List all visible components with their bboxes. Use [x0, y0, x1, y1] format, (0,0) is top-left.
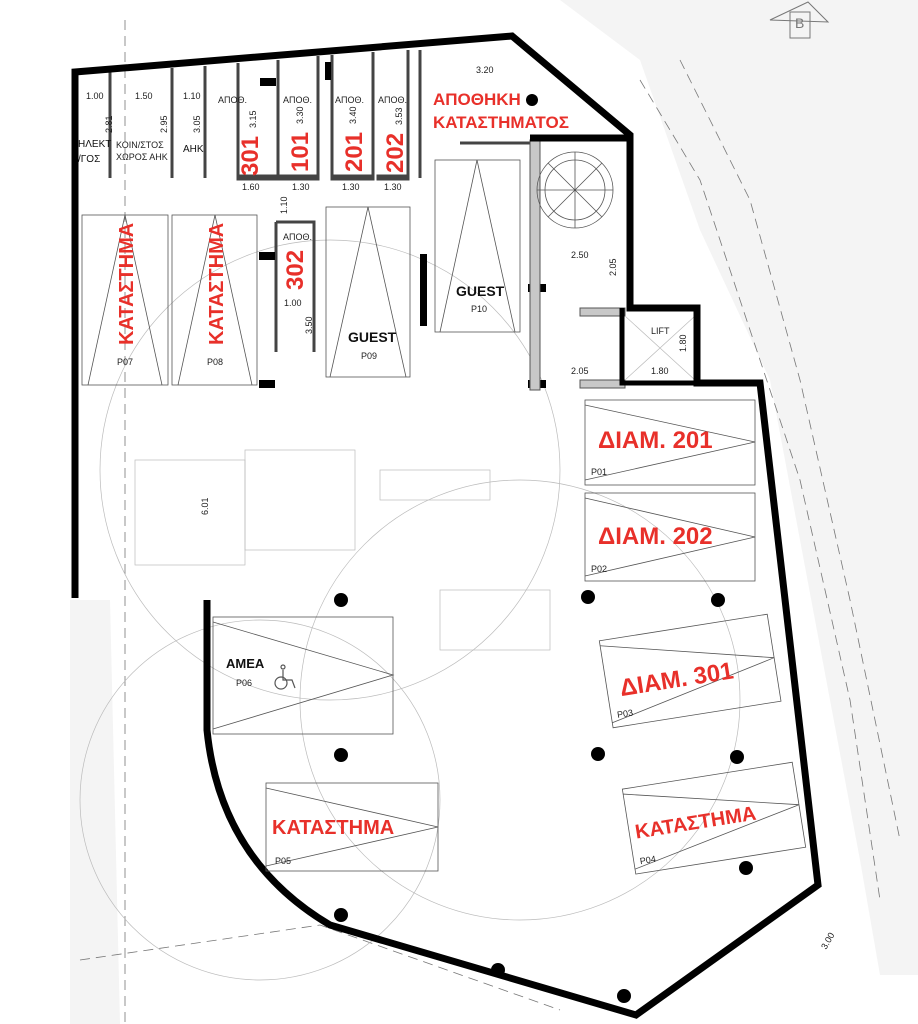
svg-text:ΚΟΙΝ/ΣΤΟΣ: ΚΟΙΝ/ΣΤΟΣ	[116, 140, 164, 150]
svg-text:6.01: 6.01	[200, 497, 210, 515]
parking-space-p06: ΑΜΕΑ P06	[212, 616, 395, 735]
svg-text:ΑΗΚ: ΑΗΚ	[183, 144, 204, 155]
svg-text:ΚΑΤΑΣΤΗΜΑΤΟΣ: ΚΑΤΑΣΤΗΜΑΤΟΣ	[433, 113, 569, 132]
svg-text:ΑΠΟΘ.: ΑΠΟΘ.	[283, 95, 312, 105]
storage-202: 202	[382, 133, 409, 173]
svg-text:P01: P01	[591, 467, 607, 477]
svg-text:2.95: 2.95	[159, 115, 169, 133]
svg-text:2.05: 2.05	[571, 366, 589, 376]
svg-text:1.80: 1.80	[651, 366, 669, 376]
svg-text:P02: P02	[591, 564, 607, 574]
svg-text:ΔΙΑΜ. 301: ΔΙΑΜ. 301	[618, 657, 735, 702]
svg-text:ΑΠΟΘ.: ΑΠΟΘ.	[283, 232, 312, 242]
svg-text:ΑΠΟΘ.: ΑΠΟΘ.	[335, 95, 364, 105]
svg-text:B: B	[795, 15, 804, 31]
svg-text:3.00: 3.00	[819, 931, 836, 951]
room-labels: ΗΛΕΚΤ /ΓΟΣ ΚΟΙΝ/ΣΤΟΣ ΧΩΡΟΣ ΑΗΚ ΑΗΚ ΑΠΟΘ.…	[78, 90, 569, 290]
storage-301: 301	[237, 136, 264, 176]
svg-text:1.10: 1.10	[279, 196, 289, 214]
svg-text:1.30: 1.30	[384, 182, 402, 192]
svg-text:2.50: 2.50	[571, 250, 589, 260]
wheelchair-icon	[274, 664, 296, 690]
parking-space-p10: GUEST P10	[434, 159, 521, 333]
svg-text:ΚΑΤΑΣΤΗΜΑ: ΚΑΤΑΣΤΗΜΑ	[272, 817, 394, 839]
storage-201: 201	[341, 132, 368, 172]
svg-text:1.80: 1.80	[678, 334, 688, 352]
parking-space-p08: ΚΑΤΑΣΤΗΜΑ P08	[171, 214, 258, 386]
svg-text:3.30: 3.30	[295, 106, 305, 124]
svg-text:ΚΑΤΑΣΤΗΜΑ: ΚΑΤΑΣΤΗΜΑ	[116, 223, 138, 345]
svg-text:P10: P10	[471, 304, 487, 314]
svg-text:1.10: 1.10	[183, 91, 201, 101]
parking-space-p01: ΔΙΑΜ. 201 P01	[584, 399, 756, 486]
svg-text:3.20: 3.20	[476, 65, 494, 75]
svg-text:2.81: 2.81	[104, 115, 114, 133]
parking-space-p02: ΔΙΑΜ. 202 P02	[584, 492, 756, 582]
svg-text:LIFT: LIFT	[651, 326, 670, 336]
north-marker: B	[769, 1, 830, 39]
svg-text:GUEST: GUEST	[456, 283, 505, 299]
svg-text:P05: P05	[275, 856, 291, 866]
svg-text:3.50: 3.50	[304, 316, 314, 334]
svg-text:1.30: 1.30	[342, 182, 360, 192]
svg-text:P03: P03	[616, 708, 633, 720]
outer-walls	[71, 32, 822, 1019]
svg-text:ΑΜΕΑ: ΑΜΕΑ	[226, 656, 265, 671]
parking-space-p05: ΚΑΤΑΣΤΗΜΑ P05	[265, 782, 439, 872]
svg-text:3.05: 3.05	[192, 115, 202, 133]
svg-text:ΗΛΕΚΤ: ΗΛΕΚΤ	[78, 139, 111, 150]
svg-text:ΧΩΡΟΣ ΑΗΚ: ΧΩΡΟΣ ΑΗΚ	[116, 152, 168, 162]
lift-cross-icon	[624, 315, 696, 381]
storage-101: 101	[287, 132, 314, 172]
svg-text:2.05: 2.05	[608, 258, 618, 276]
svg-text:P08: P08	[207, 357, 223, 367]
turning-arcs	[79, 239, 741, 981]
svg-text:1.60: 1.60	[242, 182, 260, 192]
svg-text:P06: P06	[236, 678, 252, 688]
svg-text:/ΓΟΣ: /ΓΟΣ	[78, 154, 100, 165]
svg-text:3.40: 3.40	[348, 106, 358, 124]
svg-text:1.00: 1.00	[86, 91, 104, 101]
svg-text:ΔΙΑΜ. 201: ΔΙΑΜ. 201	[598, 427, 713, 454]
svg-text:P09: P09	[361, 351, 377, 361]
svg-text:ΚΑΤΑΣΤΗΜΑ: ΚΑΤΑΣΤΗΜΑ	[634, 803, 758, 844]
storage-partitions	[108, 50, 530, 352]
svg-text:1.50: 1.50	[135, 91, 153, 101]
svg-text:ΑΠΟΘ.: ΑΠΟΘ.	[218, 95, 247, 105]
parking-space-p04: ΚΑΤΑΣΤΗΜΑ P04	[621, 761, 807, 875]
svg-text:P04: P04	[639, 854, 656, 866]
svg-text:1.30: 1.30	[292, 182, 310, 192]
parking-space-p07: ΚΑΤΑΣΤΗΜΑ P07	[81, 214, 169, 386]
parking-space-p03: ΔΙΑΜ. 301 P03	[598, 613, 782, 729]
svg-text:ΑΠΟΘ.: ΑΠΟΘ.	[378, 95, 407, 105]
svg-text:ΑΠΟΘΗΚΗ: ΑΠΟΘΗΚΗ	[433, 90, 521, 109]
svg-text:1.00: 1.00	[284, 298, 302, 308]
svg-text:3.53: 3.53	[394, 107, 404, 125]
svg-text:ΔΙΑΜ. 202: ΔΙΑΜ. 202	[598, 523, 713, 550]
parking-spaces: ΚΑΤΑΣΤΗΜΑ P07 ΚΑΤΑΣΤΗΜΑ P08 GUEST P09 GU…	[81, 159, 807, 875]
storage-302: 302	[282, 250, 309, 290]
dimensions: 1.00 1.50 1.10 3.20 2.81 2.95 3.05 3.15 …	[86, 65, 836, 951]
svg-text:P07: P07	[117, 357, 133, 367]
svg-text:GUEST: GUEST	[348, 329, 397, 345]
svg-text:3.15: 3.15	[248, 110, 258, 128]
parking-space-p09: GUEST P09	[325, 206, 411, 378]
external-paving	[70, 0, 918, 1024]
svg-text:ΚΑΤΑΣΤΗΜΑ: ΚΑΤΑΣΤΗΜΑ	[206, 223, 228, 345]
